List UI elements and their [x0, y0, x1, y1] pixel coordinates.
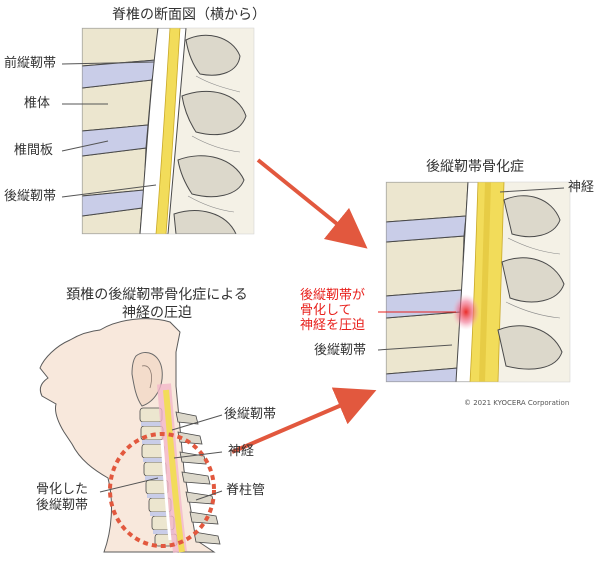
- right-leader-lines: [377, 187, 565, 351]
- compression-label-line-2: 骨化して: [300, 303, 352, 318]
- neck-illustration: [39, 318, 221, 553]
- label-vertebral-body: 椎体: [24, 96, 51, 111]
- label-anterior-longitudinal-ligament: 前縦靭帯: [4, 56, 57, 71]
- top-spine-illustration: [82, 28, 254, 234]
- compression-label-line-1: 後縦靭帯が: [300, 288, 366, 303]
- label-intervertebral-disc: 椎間板: [14, 143, 54, 158]
- spinal-cord: [163, 389, 185, 553]
- arrow-neck-to-right: [231, 387, 377, 454]
- right-ligament-label: 後縦靭帯: [314, 343, 367, 358]
- ossified-label-line-2: 後縦靭帯: [36, 498, 89, 513]
- neck-title-line-1: 頚椎の後縦靭帯骨化症による: [66, 287, 248, 303]
- posterior-elements: [173, 34, 247, 234]
- compression-highlight: [452, 294, 480, 330]
- neck-nerve-label: 神経: [228, 444, 255, 459]
- right-diagram-title: 後縦靭帯骨化症: [426, 159, 524, 175]
- compression-label-line-3: 神経を圧迫: [300, 318, 366, 333]
- neck-diagram-title: 頚椎の後縦靭帯骨化症による 神経の圧迫: [46, 286, 268, 322]
- neck-leader-lines: [99, 414, 223, 501]
- copyright-text: © 2021 KYOCERA Corporation: [464, 399, 570, 407]
- ear-shape: [131, 352, 163, 407]
- compression-label: 後縦靭帯が 骨化して 神経を圧迫: [300, 288, 365, 333]
- neck-ligament-label: 後縦靭帯: [224, 407, 277, 422]
- arrow-top-to-right: [256, 158, 368, 249]
- top-diagram-title: 脊椎の断面図（横から）: [112, 7, 266, 23]
- top-leader-lines: [61, 61, 157, 198]
- right-nerve-label: 神経: [568, 180, 595, 195]
- neck-title-line-2: 神経の圧迫: [122, 305, 192, 321]
- ossified-ligament-label: 骨化した 後縦靭帯: [36, 482, 88, 514]
- right-spine-illustration: [386, 182, 570, 382]
- label-posterior-longitudinal-ligament: 後縦靭帯: [4, 189, 57, 204]
- spinal-canal-label: 脊柱管: [226, 483, 266, 498]
- ossified-label-line-1: 骨化した: [36, 482, 89, 497]
- affected-region-circle: [108, 432, 216, 548]
